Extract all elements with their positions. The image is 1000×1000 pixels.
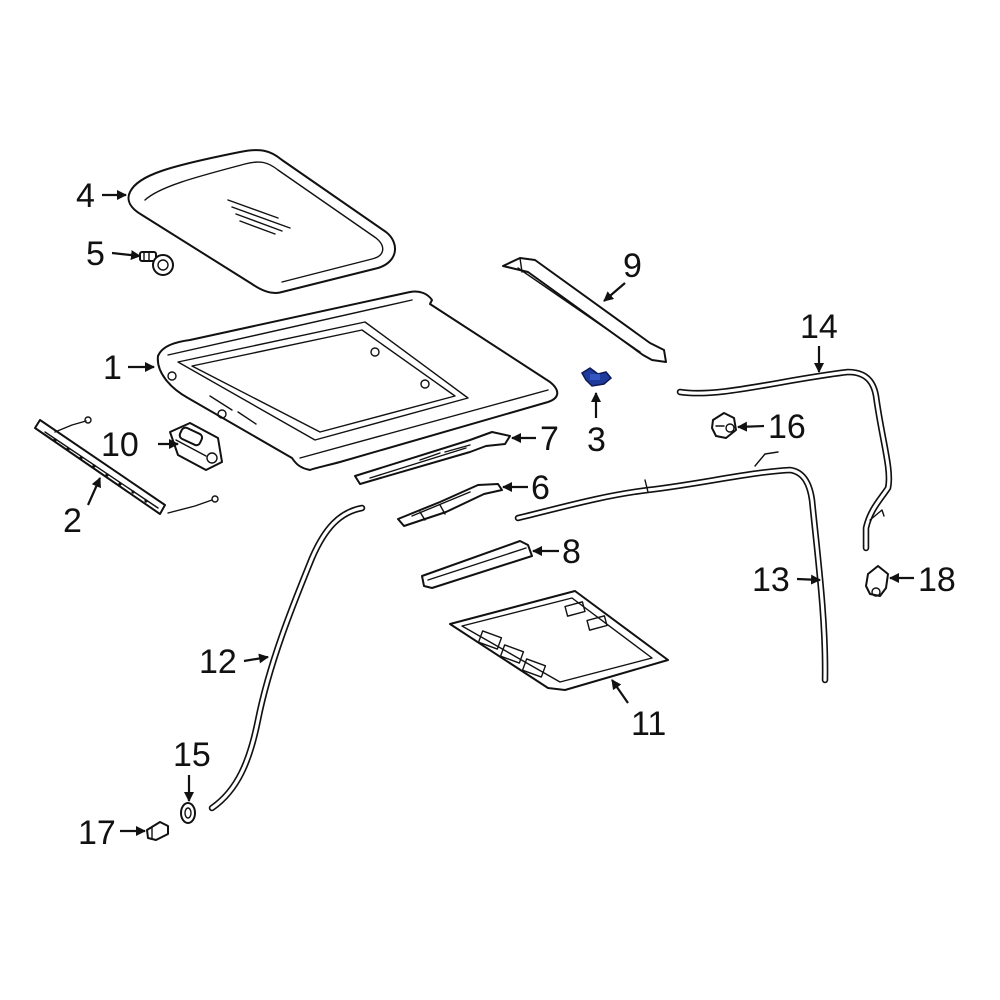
callout-2: 2 bbox=[63, 502, 82, 540]
callout-4: 4 bbox=[76, 177, 95, 215]
part-4-glass-panel[interactable] bbox=[127, 149, 396, 294]
leader-lines bbox=[86, 190, 914, 836]
callout-16: 16 bbox=[768, 408, 806, 446]
callout-14: 14 bbox=[800, 308, 838, 346]
part-5-bolt[interactable] bbox=[139, 251, 174, 276]
callout-1: 1 bbox=[103, 349, 122, 387]
part-17-drain-valve[interactable] bbox=[146, 821, 169, 841]
callout-9: 9 bbox=[623, 247, 642, 285]
part-6-bracket-strip[interactable] bbox=[397, 483, 503, 527]
callout-labels: 4 5 1 2 10 9 3 7 6 8 11 12 13 14 16 18 1… bbox=[63, 177, 956, 852]
callout-11: 11 bbox=[631, 705, 666, 743]
callout-7: 7 bbox=[540, 420, 559, 458]
callout-17: 17 bbox=[78, 814, 116, 852]
part-8-shade-rod[interactable] bbox=[421, 540, 533, 589]
part-7-seal-strip[interactable] bbox=[354, 431, 511, 485]
part-14-drain-hose[interactable] bbox=[676, 368, 893, 552]
part-11-sunshade[interactable] bbox=[449, 590, 669, 691]
callout-13: 13 bbox=[752, 561, 790, 599]
callout-5: 5 bbox=[86, 235, 105, 273]
part-16-clip[interactable] bbox=[711, 412, 737, 439]
part-1-sunroof-frame[interactable] bbox=[156, 290, 559, 471]
part-2-side-rail[interactable] bbox=[34, 416, 219, 515]
part-10-motor[interactable] bbox=[169, 422, 223, 471]
callout-10: 10 bbox=[101, 426, 139, 464]
part-3-bracket[interactable] bbox=[580, 367, 613, 387]
callout-3: 3 bbox=[587, 421, 606, 459]
callout-18: 18 bbox=[918, 561, 956, 599]
callout-15: 15 bbox=[173, 736, 211, 774]
part-15-washer[interactable] bbox=[180, 802, 196, 824]
callout-8: 8 bbox=[562, 533, 581, 571]
part-18-drain-valve[interactable] bbox=[865, 565, 889, 597]
callout-12: 12 bbox=[199, 643, 237, 681]
part-12-drain-hose[interactable] bbox=[208, 504, 366, 812]
callout-6: 6 bbox=[531, 469, 550, 507]
part-9-deflector[interactable] bbox=[502, 257, 667, 363]
